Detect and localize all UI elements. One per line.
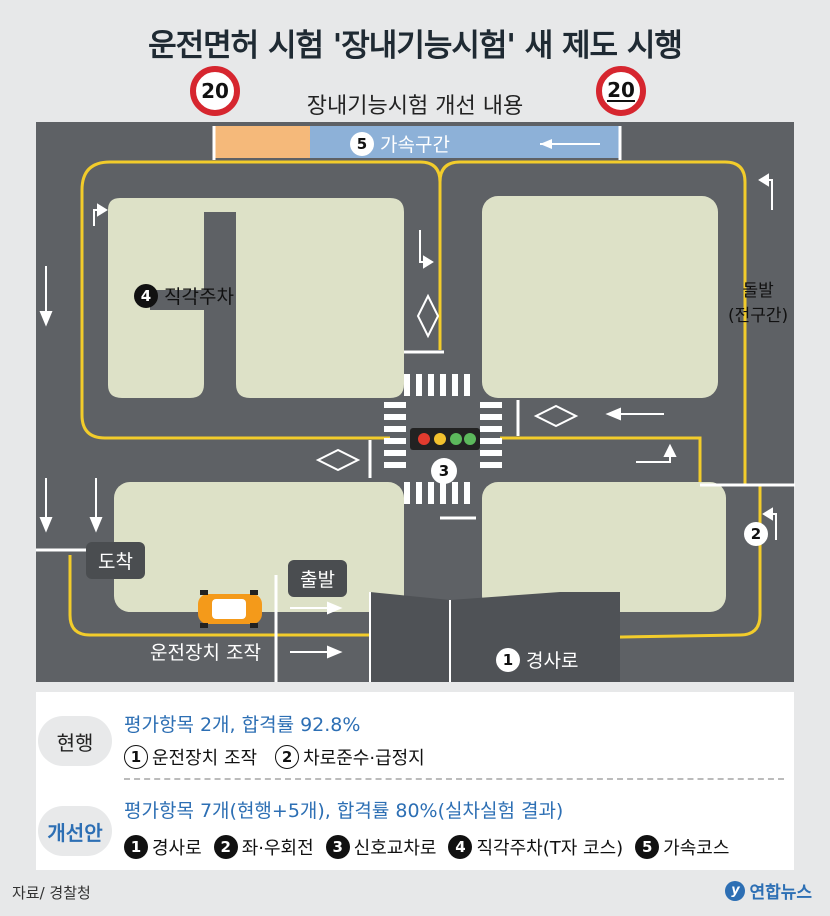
diamond-mark-1: [416, 293, 440, 339]
block-bottom-right: [482, 482, 726, 612]
improved-badge: 개선안: [38, 806, 112, 856]
direction-arrows: [39, 173, 777, 659]
slope-area: [370, 592, 620, 682]
block-bottom-left: [114, 482, 404, 612]
turn-label: 2: [744, 522, 768, 546]
arrive-tag: 도착: [86, 542, 145, 579]
signal-label: 3: [431, 458, 457, 484]
block-top-right: [482, 196, 718, 398]
depart-tag: 출발: [288, 560, 347, 597]
diagram-subtitle: 장내기능시험 개선 내용: [306, 94, 524, 119]
control-label: 운전장치 조작: [150, 642, 261, 664]
improved-summary: 평가항목 7개(현행+5개), 합격률 80%(실차실험 결과): [124, 800, 564, 822]
traffic-light: [410, 428, 480, 450]
comparison-panel: [36, 692, 794, 870]
start-speed-zone: [214, 126, 310, 158]
speed-limit-sign-right: 20: [596, 66, 646, 116]
car-icon: [198, 590, 262, 628]
page-title: 운전면허 시험 '장내기능시험' 새 제도 시행: [148, 28, 683, 64]
diamond-mark-3: [533, 404, 579, 428]
logo-icon: y: [725, 880, 746, 901]
block-top-left: [108, 198, 404, 398]
divider: [124, 778, 784, 780]
diamond-mark-2: [315, 448, 361, 472]
speed-limit-sign-left: 20: [190, 66, 240, 116]
current-summary: 평가항목 2개, 합격률 92.8%: [124, 714, 361, 736]
crosswalks: [384, 374, 502, 504]
current-badge: 현행: [38, 716, 112, 766]
source-note: 자료/ 경찰청: [12, 884, 91, 902]
bump-label: 돌발 (전구간): [728, 281, 789, 326]
